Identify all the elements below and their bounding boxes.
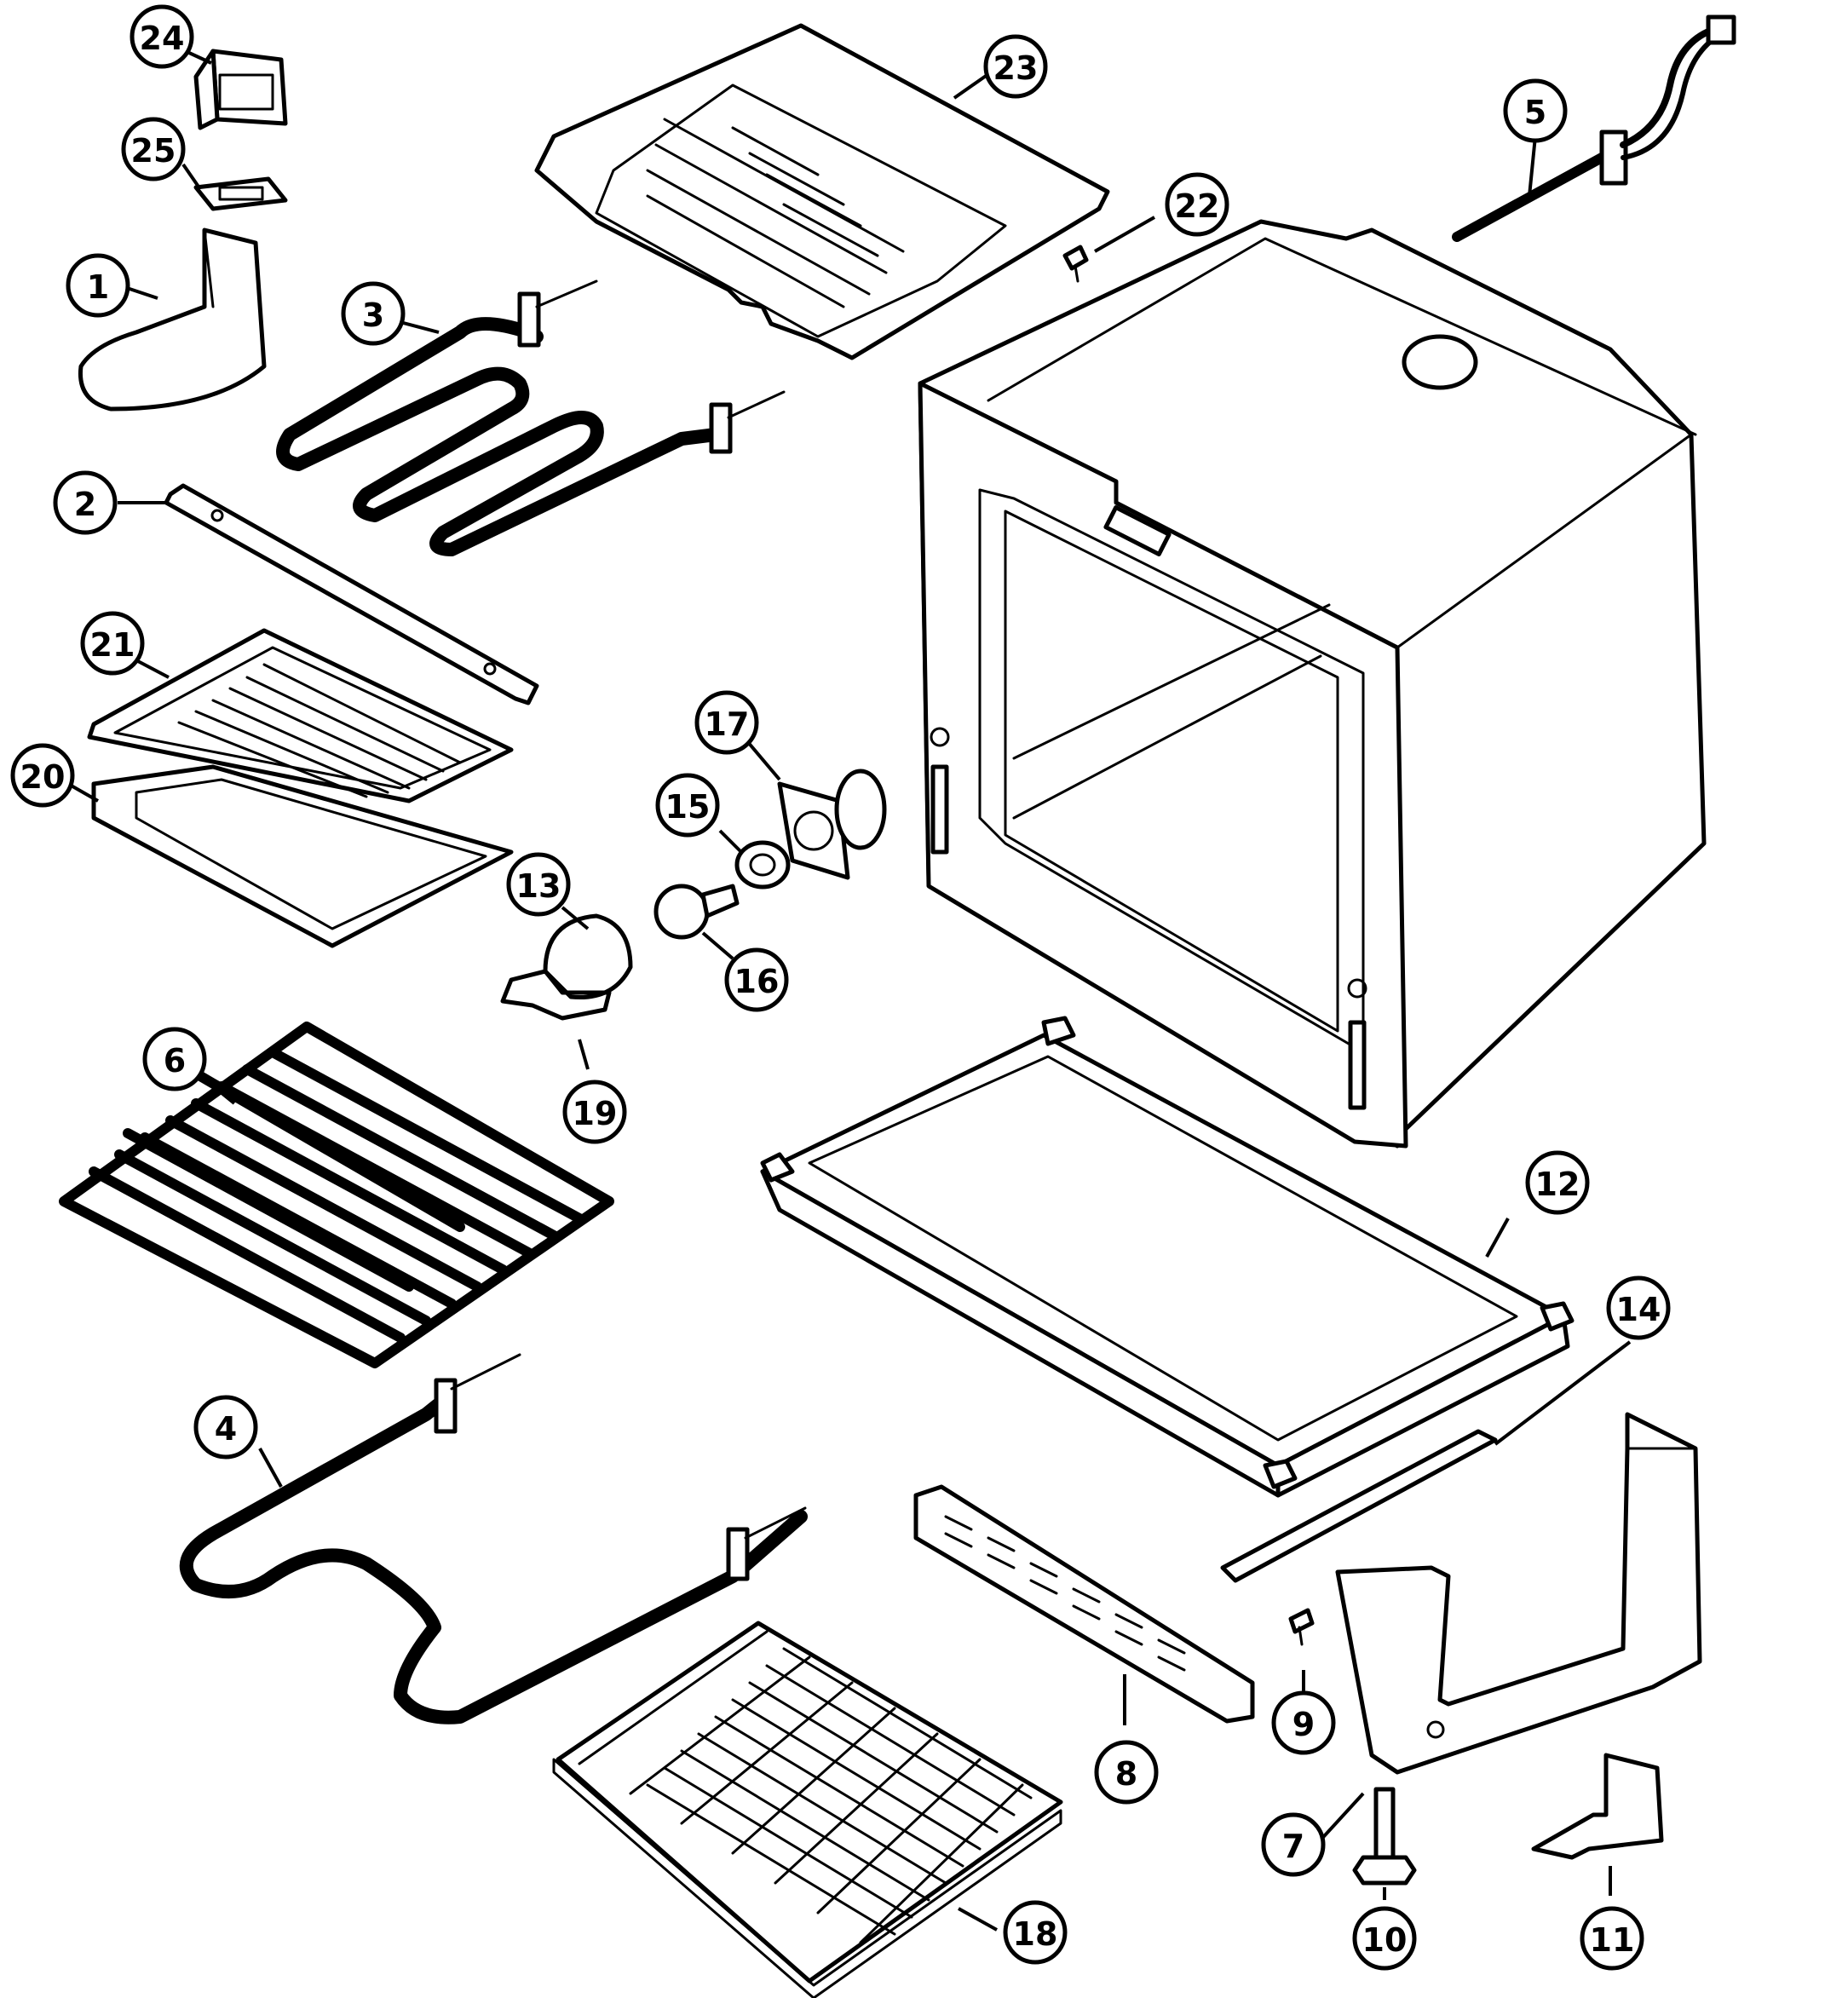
- callout-23: 23: [983, 34, 1048, 99]
- svg-text:24: 24: [140, 20, 185, 57]
- part-21-broiler-insert: [87, 628, 514, 803]
- svg-text:15: 15: [665, 788, 711, 826]
- callout-10: 10: [1352, 1906, 1417, 1971]
- part-10-leveling-leg: [1352, 1787, 1417, 1886]
- callout-6: 6: [142, 1027, 207, 1091]
- part-19-clip: [500, 969, 612, 1021]
- svg-text:16: 16: [734, 963, 780, 1000]
- svg-text:10: 10: [1362, 1921, 1408, 1959]
- svg-text:9: 9: [1292, 1706, 1315, 1743]
- part-11-corner-bracket: [1531, 1753, 1664, 1860]
- part-7-frame-bracket: [1335, 1412, 1702, 1775]
- callout-21: 21: [80, 611, 145, 676]
- svg-text:22: 22: [1175, 187, 1220, 225]
- svg-text:19: 19: [573, 1095, 618, 1132]
- part-17-socket-housing: [777, 769, 887, 880]
- callout-24: 24: [130, 4, 194, 69]
- callout-7: 7: [1261, 1812, 1326, 1877]
- part-4-bake-element: [179, 1353, 808, 1724]
- part-3-broil-element: [276, 279, 786, 556]
- part-22-screw: [1062, 245, 1089, 283]
- part-12-bottom-tray: [760, 1016, 1575, 1498]
- callout-13: 13: [506, 852, 571, 917]
- part-20-broiler-pan: [91, 764, 514, 948]
- callout-18: 18: [1003, 1900, 1068, 1965]
- svg-text:7: 7: [1282, 1828, 1304, 1865]
- callout-16: 16: [724, 947, 789, 1012]
- callout-19: 19: [562, 1080, 627, 1144]
- svg-text:21: 21: [90, 626, 135, 664]
- callout-8: 8: [1094, 1740, 1159, 1805]
- callout-3: 3: [341, 281, 406, 346]
- svg-text:13: 13: [516, 867, 561, 905]
- svg-text:8: 8: [1115, 1755, 1137, 1793]
- callout-15: 15: [655, 773, 720, 838]
- svg-text:25: 25: [131, 132, 176, 170]
- part-9-screw: [1288, 1608, 1315, 1646]
- svg-text:18: 18: [1013, 1915, 1058, 1953]
- part-23-top-tray: [534, 23, 1110, 360]
- part-5-sensor: [1452, 14, 1736, 242]
- svg-text:1: 1: [87, 268, 109, 306]
- svg-text:17: 17: [705, 705, 750, 743]
- callout-2: 2: [53, 470, 118, 535]
- svg-text:6: 6: [164, 1042, 186, 1080]
- svg-text:3: 3: [362, 297, 384, 334]
- svg-text:4: 4: [215, 1410, 237, 1448]
- callout-17: 17: [694, 690, 759, 755]
- svg-text:5: 5: [1524, 94, 1546, 131]
- part-1-duct: [78, 227, 267, 412]
- part-16-bulb: [653, 884, 740, 940]
- callout-5: 5: [1503, 78, 1568, 143]
- svg-text:23: 23: [993, 49, 1039, 87]
- svg-text:12: 12: [1535, 1166, 1580, 1203]
- svg-text:11: 11: [1590, 1921, 1635, 1959]
- svg-text:20: 20: [20, 758, 66, 796]
- oven-cavity: [918, 219, 1707, 1149]
- callout-14: 14: [1606, 1275, 1671, 1340]
- callout-1: 1: [66, 253, 130, 318]
- svg-text:14: 14: [1616, 1291, 1661, 1328]
- part-8-vent-panel: [913, 1484, 1255, 1724]
- leader-lines: [67, 51, 1632, 1932]
- part-6-oven-rack: [59, 1022, 614, 1368]
- part-18-wire-rack: [552, 1621, 1063, 1998]
- svg-text:2: 2: [74, 486, 96, 523]
- part-14-strip: [1220, 1429, 1498, 1583]
- part-25-plate: [193, 176, 288, 211]
- callout-4: 4: [193, 1395, 258, 1460]
- callout-12: 12: [1525, 1150, 1590, 1215]
- callout-25: 25: [121, 117, 186, 181]
- callout-11: 11: [1580, 1906, 1644, 1971]
- part-15-socket: [734, 840, 791, 890]
- callout-9: 9: [1271, 1690, 1336, 1755]
- callout-22: 22: [1165, 172, 1229, 237]
- callout-20: 20: [10, 743, 75, 808]
